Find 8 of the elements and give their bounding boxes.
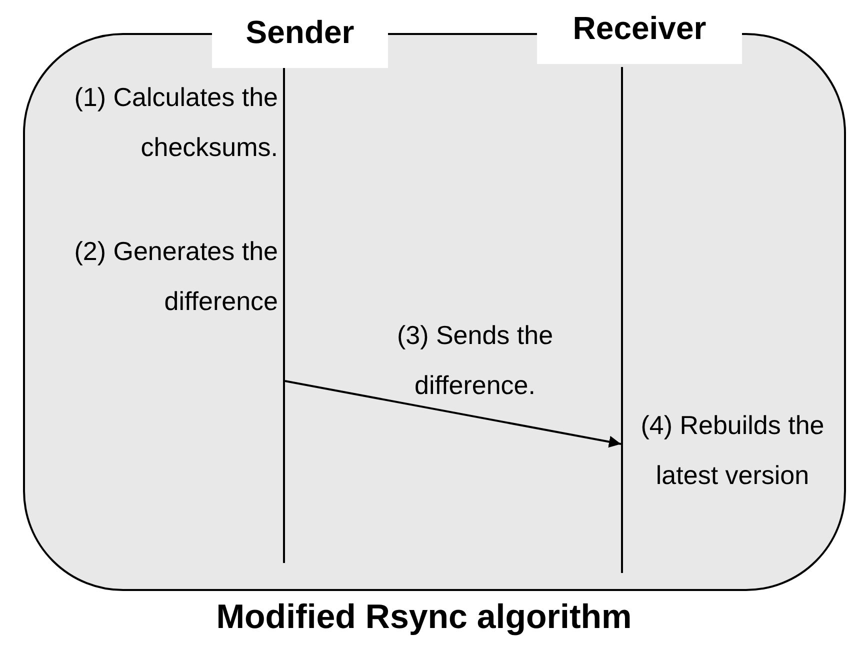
lifeline bbox=[283, 67, 285, 563]
lifeline bbox=[621, 67, 623, 573]
edge-label: (3) Sends the difference. bbox=[396, 319, 554, 402]
step-note: (4) Rebuilds the latest version bbox=[640, 409, 826, 492]
arrow bbox=[284, 380, 622, 448]
step-note: (2) Generates the difference bbox=[73, 235, 278, 318]
caption: Modified Rsync algorithm bbox=[215, 598, 633, 637]
step-note: (1) Calculates the checksums. bbox=[73, 81, 278, 164]
